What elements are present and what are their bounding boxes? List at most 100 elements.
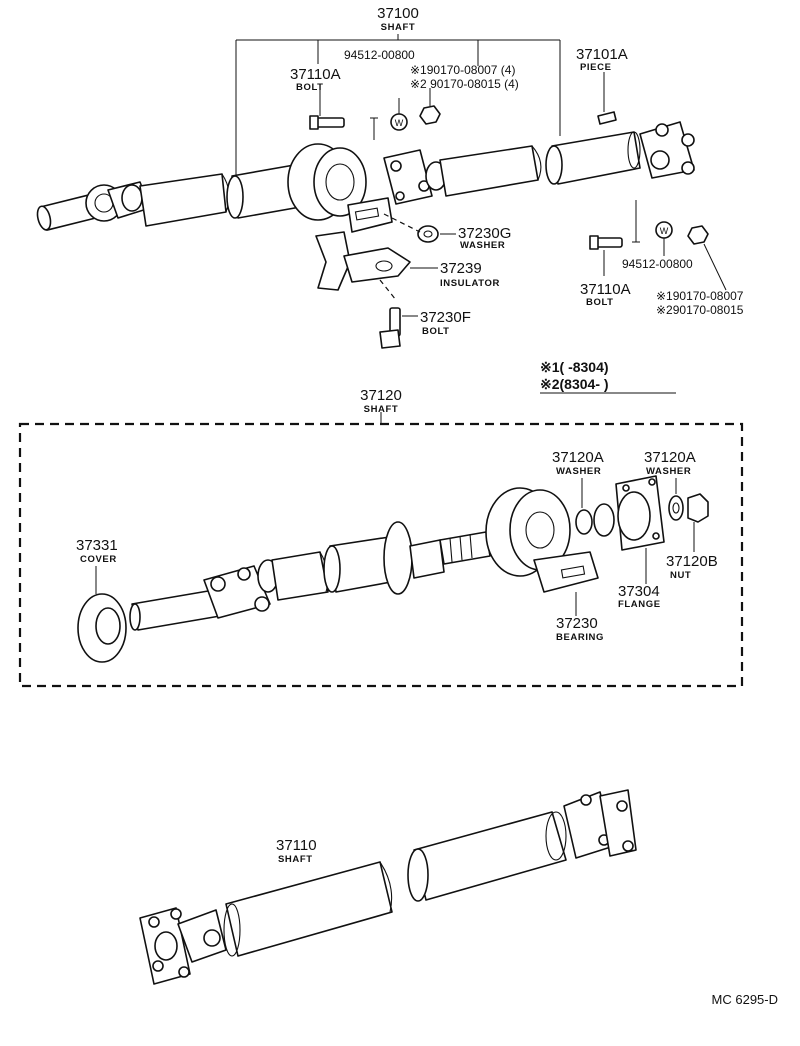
- label-37110a-right: 37110A BOLT: [580, 281, 631, 308]
- nut-37120b-part: [687, 493, 709, 523]
- svg-text:INSULATOR: INSULATOR: [440, 278, 500, 289]
- svg-text:37120A: 37120A: [552, 449, 604, 466]
- svg-text:COVER: COVER: [80, 554, 117, 565]
- svg-text:37110: 37110: [276, 837, 317, 854]
- svg-text:37230F: 37230F: [420, 309, 471, 326]
- splined-shaft-end: [409, 531, 491, 579]
- svg-text:37120A: 37120A: [644, 449, 696, 466]
- svg-text:FLANGE: FLANGE: [618, 599, 661, 610]
- label-note2-top: ※2 90170-08015 (4): [410, 77, 519, 91]
- middle-shaft-assembly: [18, 412, 744, 688]
- svg-text:W: W: [395, 118, 404, 128]
- svg-text:37110A: 37110A: [580, 281, 631, 298]
- svg-text:BEARING: BEARING: [556, 632, 604, 643]
- label-37120a-1: 37120A WASHER: [552, 449, 604, 477]
- svg-text:37120: 37120: [360, 387, 402, 404]
- bolt-37110a-top-part: [309, 115, 345, 130]
- svg-text:※190170-08007 (4): ※190170-08007 (4): [410, 63, 515, 77]
- svg-text:BOLT: BOLT: [422, 326, 450, 337]
- bottom-tube-rear: [407, 811, 567, 902]
- svg-text:BOLT: BOLT: [586, 297, 614, 308]
- rear-flange-yoke: [639, 121, 695, 179]
- nut-top-part: [419, 105, 441, 125]
- washer-w-right: W: [655, 221, 673, 239]
- middle-u-joint: [383, 149, 447, 205]
- front-tube: [139, 173, 230, 227]
- label-94512-00800-top: 94512-00800: [344, 48, 415, 62]
- washer-w-top: W: [390, 113, 408, 131]
- flange-37304-part: [615, 475, 665, 551]
- label-37331: 37331 COVER: [76, 537, 118, 565]
- piece-37101a-part: [597, 111, 617, 125]
- svg-text:94512-00800: 94512-00800: [344, 48, 415, 62]
- label-37239: 37239 INSULATOR: [440, 260, 500, 289]
- catalog-code: MC 6295-D: [712, 992, 778, 1007]
- svg-text:※2 90170-08015 (4): ※2 90170-08015 (4): [410, 77, 519, 91]
- washer-37120a-2-part: [668, 495, 684, 521]
- svg-text:37100: 37100: [377, 5, 419, 22]
- svg-text:※2(8304- ): ※2(8304- ): [540, 376, 609, 392]
- svg-text:37239: 37239: [440, 260, 482, 277]
- label-37101a: 37101A PIECE: [576, 46, 628, 73]
- bottom-rear-u-joint: [563, 789, 637, 859]
- svg-text:37304: 37304: [618, 583, 660, 600]
- rear-tube: [545, 131, 641, 185]
- label-37120a-2: 37120A WASHER: [644, 449, 696, 477]
- label-note2-right: ※290170-08015: [656, 303, 744, 317]
- center-bearing-top: [287, 143, 393, 233]
- label-37120: 37120 SHAFT: [360, 387, 402, 415]
- svg-text:SHAFT: SHAFT: [278, 854, 313, 865]
- cover-37331-part: [77, 593, 127, 663]
- insulator-37239-part: [315, 231, 411, 291]
- svg-text:SHAFT: SHAFT: [364, 404, 399, 415]
- svg-text:※1( -8304): ※1( -8304): [540, 359, 609, 375]
- label-37304: 37304 FLANGE: [618, 583, 661, 610]
- label-37230g: 37230G WASHER: [458, 225, 511, 251]
- svg-text:W: W: [660, 226, 669, 236]
- svg-text:37331: 37331: [76, 537, 118, 554]
- middle-lower-tube-2: [323, 521, 413, 595]
- svg-text:94512-00800: 94512-00800: [622, 257, 693, 271]
- svg-text:MC 6295-D: MC 6295-D: [712, 992, 778, 1007]
- svg-text:37101A: 37101A: [576, 46, 628, 63]
- svg-text:37110A: 37110A: [290, 66, 341, 83]
- svg-text:37120B: 37120B: [666, 553, 718, 570]
- label-94512-00800-right: 94512-00800: [622, 257, 693, 271]
- label-37230: 37230 BEARING: [556, 615, 604, 643]
- svg-text:BOLT: BOLT: [296, 82, 324, 93]
- svg-text:PIECE: PIECE: [580, 62, 612, 73]
- legend-notes: ※1( -8304) ※2(8304- ): [540, 359, 676, 394]
- svg-text:37230G: 37230G: [458, 225, 511, 242]
- svg-text:NUT: NUT: [670, 570, 691, 581]
- label-37230f: 37230F BOLT: [420, 309, 471, 337]
- bottom-tube-front: [223, 861, 393, 957]
- top-shaft-assembly: W: [36, 34, 727, 349]
- slip-stub-shaft: [129, 589, 221, 631]
- label-note1-top: ※190170-08007 (4): [410, 63, 515, 77]
- label-37100: 37100 SHAFT: [377, 5, 419, 33]
- bolt-37230f-part: [379, 307, 401, 349]
- svg-text:37230: 37230: [556, 615, 598, 632]
- washer-37120a-1-part: [575, 503, 615, 537]
- svg-text:WASHER: WASHER: [556, 466, 601, 477]
- middle-lower-tube: [271, 551, 329, 601]
- front-slip-yoke: [36, 181, 151, 231]
- nut-right-part: [687, 225, 709, 245]
- svg-text:※190170-08007: ※190170-08007: [656, 289, 744, 303]
- center-bearing-37230-part: [485, 487, 599, 593]
- bottom-shaft-assembly: [139, 789, 637, 985]
- svg-text:WASHER: WASHER: [646, 466, 691, 477]
- bolt-37110a-right-part: [589, 235, 623, 250]
- label-37120b: 37120B NUT: [666, 553, 718, 581]
- svg-text:SHAFT: SHAFT: [381, 22, 416, 33]
- svg-text:WASHER: WASHER: [460, 240, 505, 251]
- washer-37230g-part: [417, 225, 439, 243]
- label-37110: 37110 SHAFT: [276, 837, 317, 865]
- middle-u-joint-lower: [203, 559, 279, 619]
- label-note1-right: ※190170-08007: [656, 289, 744, 303]
- svg-text:※290170-08015: ※290170-08015: [656, 303, 744, 317]
- bottom-flange-yoke: [139, 907, 227, 985]
- label-37110a-top: 37110A BOLT: [290, 66, 341, 93]
- middle-tube-rear: [439, 145, 542, 197]
